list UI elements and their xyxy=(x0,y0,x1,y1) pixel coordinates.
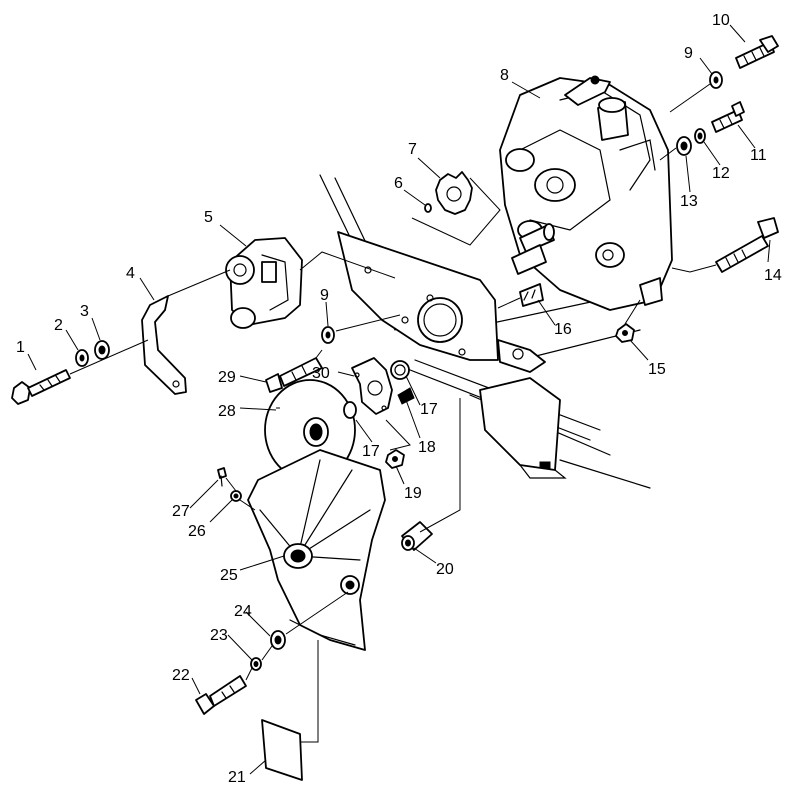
bolt-1 xyxy=(11,369,71,405)
callout-11: 11 xyxy=(750,147,767,164)
nut-15 xyxy=(615,323,635,343)
washer-23 xyxy=(250,657,262,671)
callout-20: 20 xyxy=(436,561,454,578)
callout-10: 10 xyxy=(712,12,730,29)
callout-27: 27 xyxy=(172,503,190,520)
washer-3 xyxy=(94,340,110,360)
cover-25 xyxy=(247,449,386,651)
callout-7: 7 xyxy=(408,141,417,158)
callout-22: 22 xyxy=(172,667,190,684)
washer-2 xyxy=(75,349,89,367)
callout-30: 30 xyxy=(312,365,330,382)
screw-27 xyxy=(217,467,227,487)
washer-24 xyxy=(270,630,286,650)
callout-19: 19 xyxy=(404,485,422,502)
callout-6: 6 xyxy=(394,175,403,192)
leader-lines xyxy=(27,24,771,775)
nut-19 xyxy=(385,449,405,469)
callout-16: 16 xyxy=(554,321,572,338)
shafts xyxy=(511,223,555,275)
callout-9-right: 9 xyxy=(684,45,693,62)
callout-3: 3 xyxy=(80,303,89,320)
callout-8: 8 xyxy=(500,67,509,84)
bolt-29 xyxy=(265,357,323,393)
callout-2: 2 xyxy=(54,317,63,334)
callout-28: 28 xyxy=(218,403,236,420)
washer-9-right xyxy=(709,71,723,89)
callout-17-lower: 17 xyxy=(362,443,380,460)
callout-9-left: 9 xyxy=(320,287,329,304)
callout-14: 14 xyxy=(764,267,782,284)
washer-17-upper xyxy=(390,360,410,380)
callout-29: 29 xyxy=(218,369,236,386)
callout-25: 25 xyxy=(220,567,238,584)
bracket-4 xyxy=(141,295,187,395)
bolt-16 xyxy=(519,283,544,307)
callout-5: 5 xyxy=(204,209,213,226)
bolt-11 xyxy=(711,101,745,133)
bolt-14 xyxy=(715,217,779,273)
bushing-20 xyxy=(401,521,433,551)
callout-23: 23 xyxy=(210,627,228,644)
callouts: 1 2 3 4 5 6 7 8 9 9 10 11 12 13 14 15 16… xyxy=(16,12,782,786)
washer-12 xyxy=(694,128,706,144)
plate-30 xyxy=(351,357,393,415)
callout-18: 18 xyxy=(418,439,436,456)
callout-15: 15 xyxy=(648,361,666,378)
bolt-22 xyxy=(195,675,247,715)
callout-12: 12 xyxy=(712,165,730,182)
sprocket-7 xyxy=(411,171,501,246)
decal-21 xyxy=(261,719,303,781)
callout-17-upper: 17 xyxy=(420,401,438,418)
washer-9-left xyxy=(321,326,335,344)
mounting-plate xyxy=(337,231,546,373)
callout-21: 21 xyxy=(228,769,246,786)
callout-24: 24 xyxy=(234,603,252,620)
callout-26: 26 xyxy=(188,523,206,540)
washer-13 xyxy=(676,136,692,156)
gearcase xyxy=(499,75,673,311)
spacer-18 xyxy=(397,387,415,405)
callout-1: 1 xyxy=(16,339,25,356)
housing-5 xyxy=(225,237,303,329)
callout-13: 13 xyxy=(680,193,698,210)
callout-4: 4 xyxy=(126,265,135,282)
frame-bracket xyxy=(479,377,567,479)
bolt-10 xyxy=(735,35,779,69)
washer-26 xyxy=(230,490,242,502)
